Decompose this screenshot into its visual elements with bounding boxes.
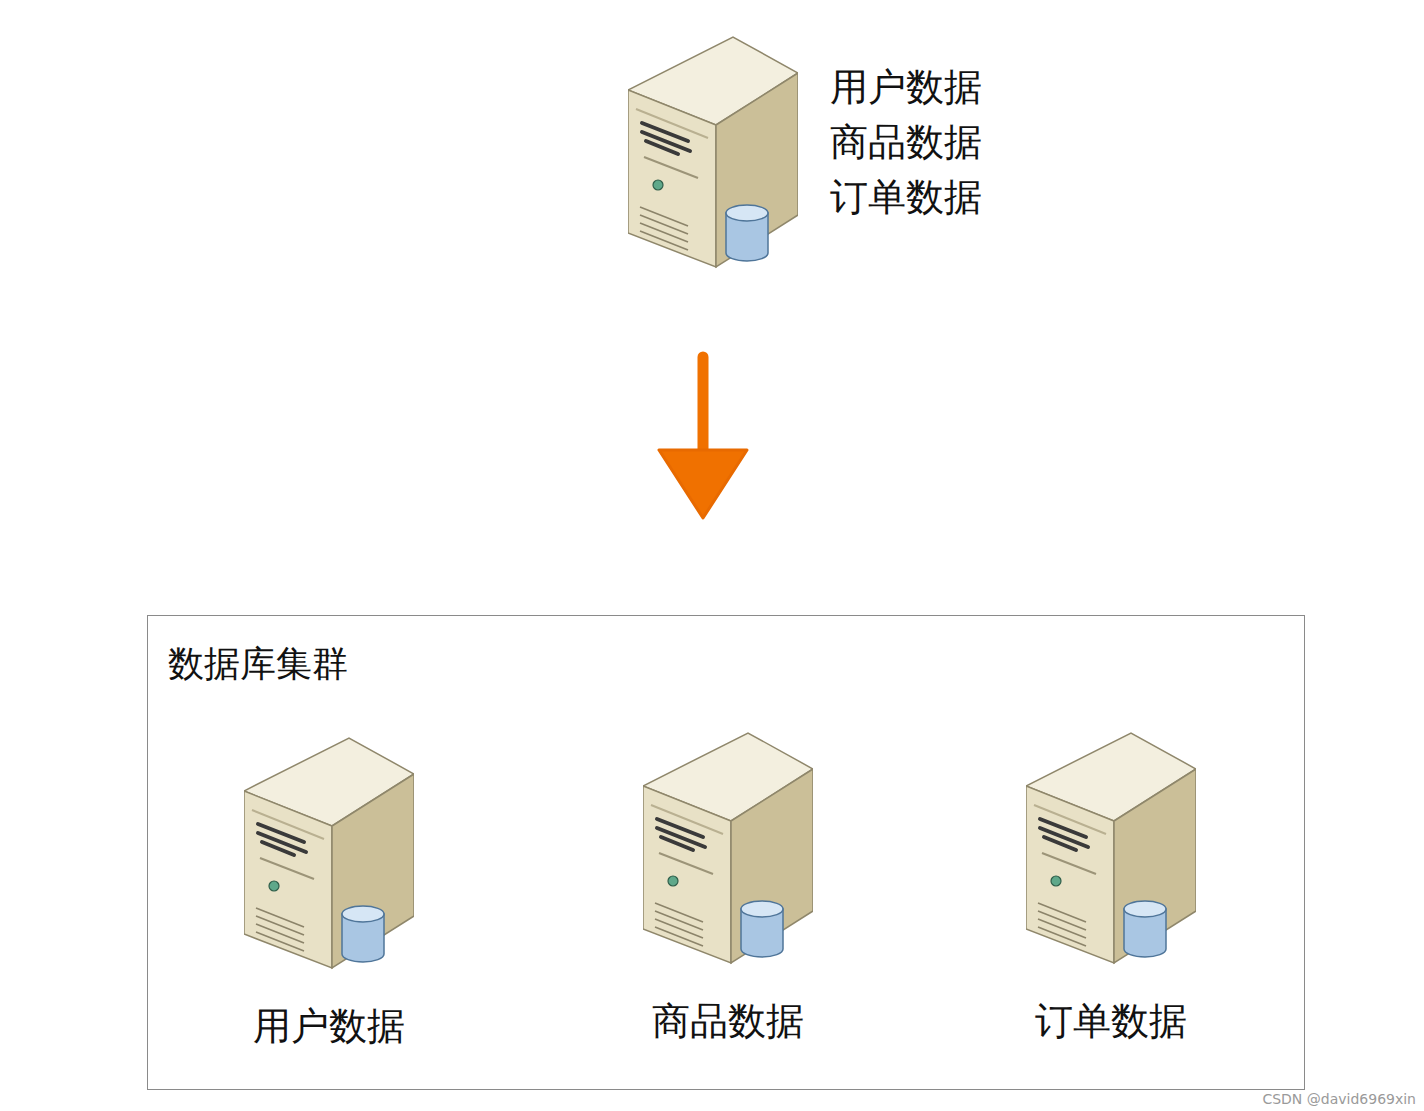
data-label: 订单数据 (830, 170, 982, 225)
data-label: 用户数据 (209, 1002, 449, 1050)
server-icon (628, 35, 798, 270)
cluster-box: 数据库集群用户数据 商品数据 订单数据 (147, 615, 1305, 1090)
server-icon (643, 731, 813, 966)
data-label: 商品数据 (830, 115, 982, 170)
data-label: 订单数据 (991, 997, 1231, 1045)
cluster-title: 数据库集群 (168, 642, 348, 686)
server-node: 用户数据商品数据订单数据 (620, 30, 1020, 275)
server-icon (244, 736, 414, 971)
server-node: 订单数据 (991, 731, 1241, 1061)
watermark: CSDN @david6969xin (1262, 1091, 1416, 1107)
server-node: 商品数据 (608, 731, 858, 1061)
data-label: 商品数据 (608, 997, 848, 1045)
data-label: 用户数据 (830, 60, 982, 115)
down-arrow (659, 357, 747, 518)
server-node: 用户数据 (209, 736, 459, 1066)
server-icon (1026, 731, 1196, 966)
